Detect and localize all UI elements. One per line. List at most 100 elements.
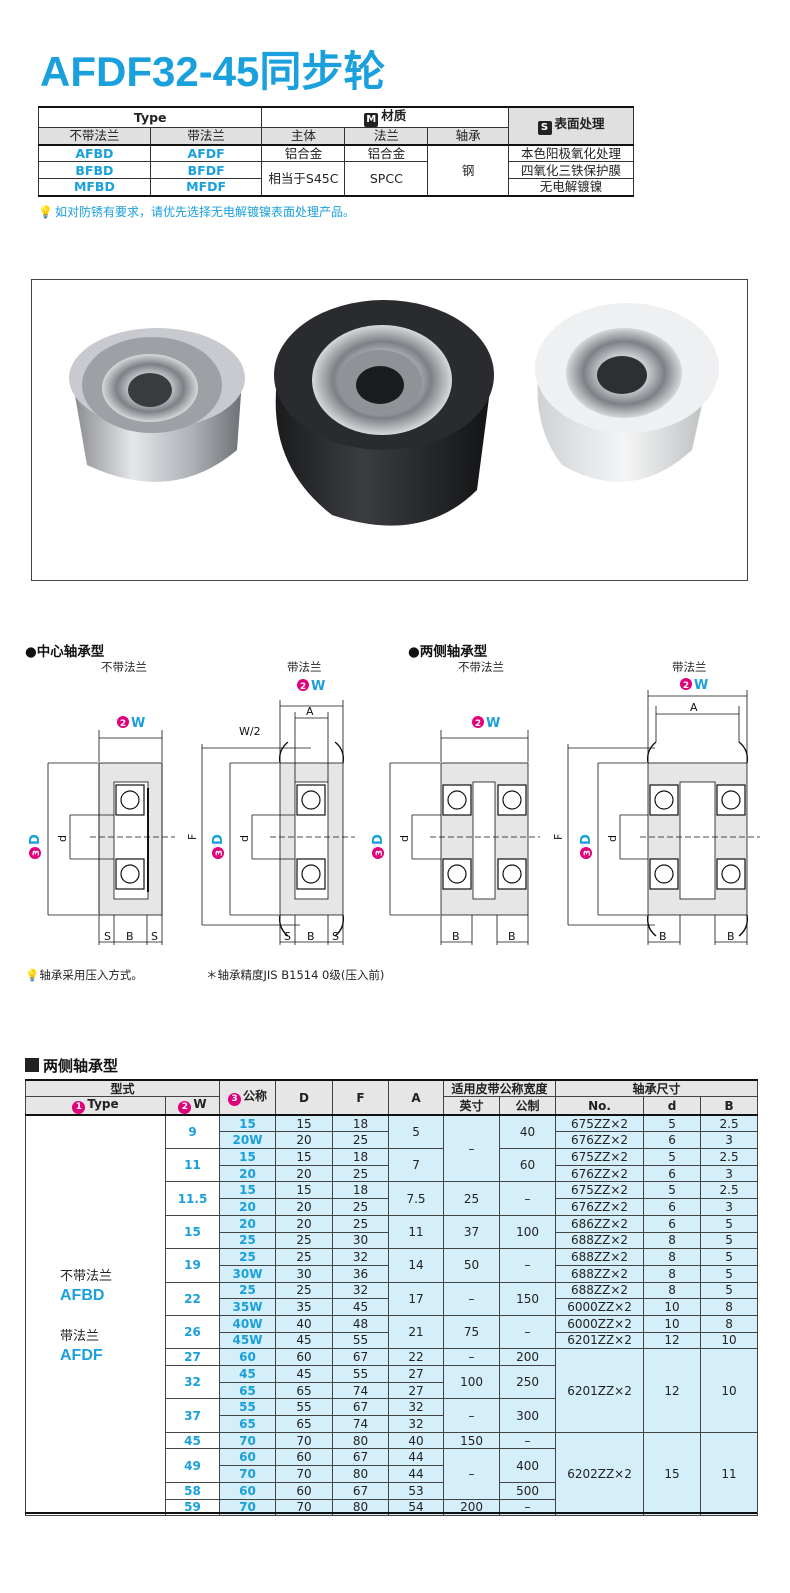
header-D: D [275,1078,334,1116]
square-icon [25,1058,39,1072]
header-bearing: 轴承 [427,127,510,145]
dim-d: d [398,835,411,842]
table-row: 11.5 15 15 18 7.5 25 – 675ZZ×2 5 2.5 [26,1181,759,1216]
label-flange: 带法兰 [287,660,322,674]
header-model: 型式 [24,1079,221,1098]
dim-S: S [332,930,339,943]
dim-B: B [659,930,667,943]
rust-note: 💡如对防锈有要求，请优先选择无电解镀镍表面处理产品。 [38,205,355,219]
dim-F: F [552,834,565,840]
surface-treatment: 本色阳极氧化处理 [508,143,634,162]
press-fit-note: 💡轴承采用压入方式。 [25,968,143,982]
table-row: 65 65 74 32 [26,1415,758,1433]
num-badge: 1 [72,1101,86,1115]
dim-W: W [311,679,325,694]
table-row: 45 70 70 80 40 150 – 6202ZZ×2 15 11 [26,1431,759,1517]
dim-A: A [306,705,314,718]
dim-D: D [28,834,43,845]
dim-B: B [508,930,516,943]
table-row: 65 65 74 27 [26,1381,758,1400]
surface-treatment: 无电解镀镍 [508,178,634,196]
dim-d: d [238,835,251,842]
dim-d: d [56,835,69,842]
pulley-photo-illustration [69,300,719,526]
type-cell: 不带法兰 AFBD 带法兰 AFDF [25,1114,166,1517]
header-body: 主体 [261,127,346,145]
table-row: 20 20 25 676ZZ×2 6 3 [26,1164,759,1183]
table-row: 11 15 15 18 7 60 675ZZ×2 5 2.5 [26,1148,759,1183]
num-badge: 3 [215,850,225,856]
dim-F: F [186,834,199,840]
header-belt-width: 适用皮带公称宽度 [443,1079,557,1098]
num-badge: 2 [475,719,481,729]
type-code: BFBD [38,161,151,179]
num-badge: 3 [32,850,42,856]
table-row: 37 55 55 67 32 – 300 [26,1398,758,1433]
surface-badge-icon: S [537,121,552,136]
num-badge: 3 [583,850,593,856]
body-material: 相当于S45C [261,161,346,196]
table-row: 32 45 45 55 27 100 250 [26,1364,758,1400]
label-no-flange: 不带法兰 [101,660,147,674]
precision-note: ＊轴承精度JIS B1514 0级(压入前) [206,968,385,982]
center-bearing-title: ●中心轴承型 [25,644,105,660]
header-flange: 带法兰 [149,127,263,145]
bearing-material: 钢 [427,143,510,196]
dim-W: W [694,678,708,693]
dim-S: S [284,930,291,943]
type-code: MFDF [149,178,263,196]
table-row: 45W 45 55 6201ZZ×2 12 10 [26,1331,759,1350]
dim-B: B [727,930,735,943]
type-code: AFDF [149,143,263,162]
table-row: 19 25 25 32 14 50 – 688ZZ×2 8 5 [26,1248,759,1283]
dim-D: D [579,834,594,845]
table-row: 不带法兰 AFBD 带法兰 AFDF 9 15 15 18 5 – 40 675… [25,1114,759,1517]
table-row: 49 60 60 67 44 – 400 [26,1448,758,1500]
table-row: 26 40W 40 48 21 75 – 6000ZZ×2 10 8 [26,1314,759,1350]
material-badge-icon: M [364,113,379,127]
product-photo [31,279,748,581]
header-no-flange: 不带法兰 [38,127,151,145]
white-flanged-pulley [535,303,719,482]
num-badge: 2 [120,719,126,729]
dim-W2: W/2 [239,725,261,738]
dim-W: W [131,716,145,731]
table-row: 59 70 70 80 54 200 – [26,1498,758,1517]
num-badge: 2 [300,682,306,692]
header-type: Type [37,106,263,128]
table-row: 70 70 80 44 [26,1465,758,1483]
type-code: AFBD [38,143,151,162]
header-no: No. [555,1096,645,1116]
dimension-diagram: 2 W 2 W A W/2 2 W 2 W A 3 D d F 3 D d 3 … [28,678,760,945]
dim-D: D [371,834,386,845]
header-bearing-size: 轴承尺寸 [555,1079,759,1098]
dim-S: S [104,930,111,943]
num-badge: 3 [228,1093,241,1107]
header-metric: 公制 [499,1096,557,1116]
section-title: 两侧轴承型 [25,1055,118,1076]
header-A: A [388,1078,445,1116]
flange-material: 铝合金 [344,143,429,162]
body-material: 铝合金 [261,143,346,162]
dim-D: D [211,834,226,845]
table-row: 27 60 60 67 22 – 200 6201ZZ×2 12 10 [26,1348,759,1433]
flange-material: SPCC [344,161,429,196]
dim-S: S [151,930,158,943]
table-row: 15 20 20 25 11 37 100 686ZZ×2 6 5 [26,1214,759,1250]
lightbulb-icon: 💡 [25,968,40,982]
dim-d: d [606,835,619,842]
num-badge: 2 [683,681,689,691]
table-row: 20W 20 25 676ZZ×2 6 3 [26,1131,759,1150]
lightbulb-icon: 💡 [38,205,53,219]
num-badge: 3 [375,850,385,856]
type-code: BFDF [149,161,263,179]
table-row: 58 60 60 67 53 500 [26,1481,758,1500]
table-row: 25 25 30 688ZZ×2 8 5 [26,1231,759,1250]
table-bottom-rule [25,1512,757,1514]
